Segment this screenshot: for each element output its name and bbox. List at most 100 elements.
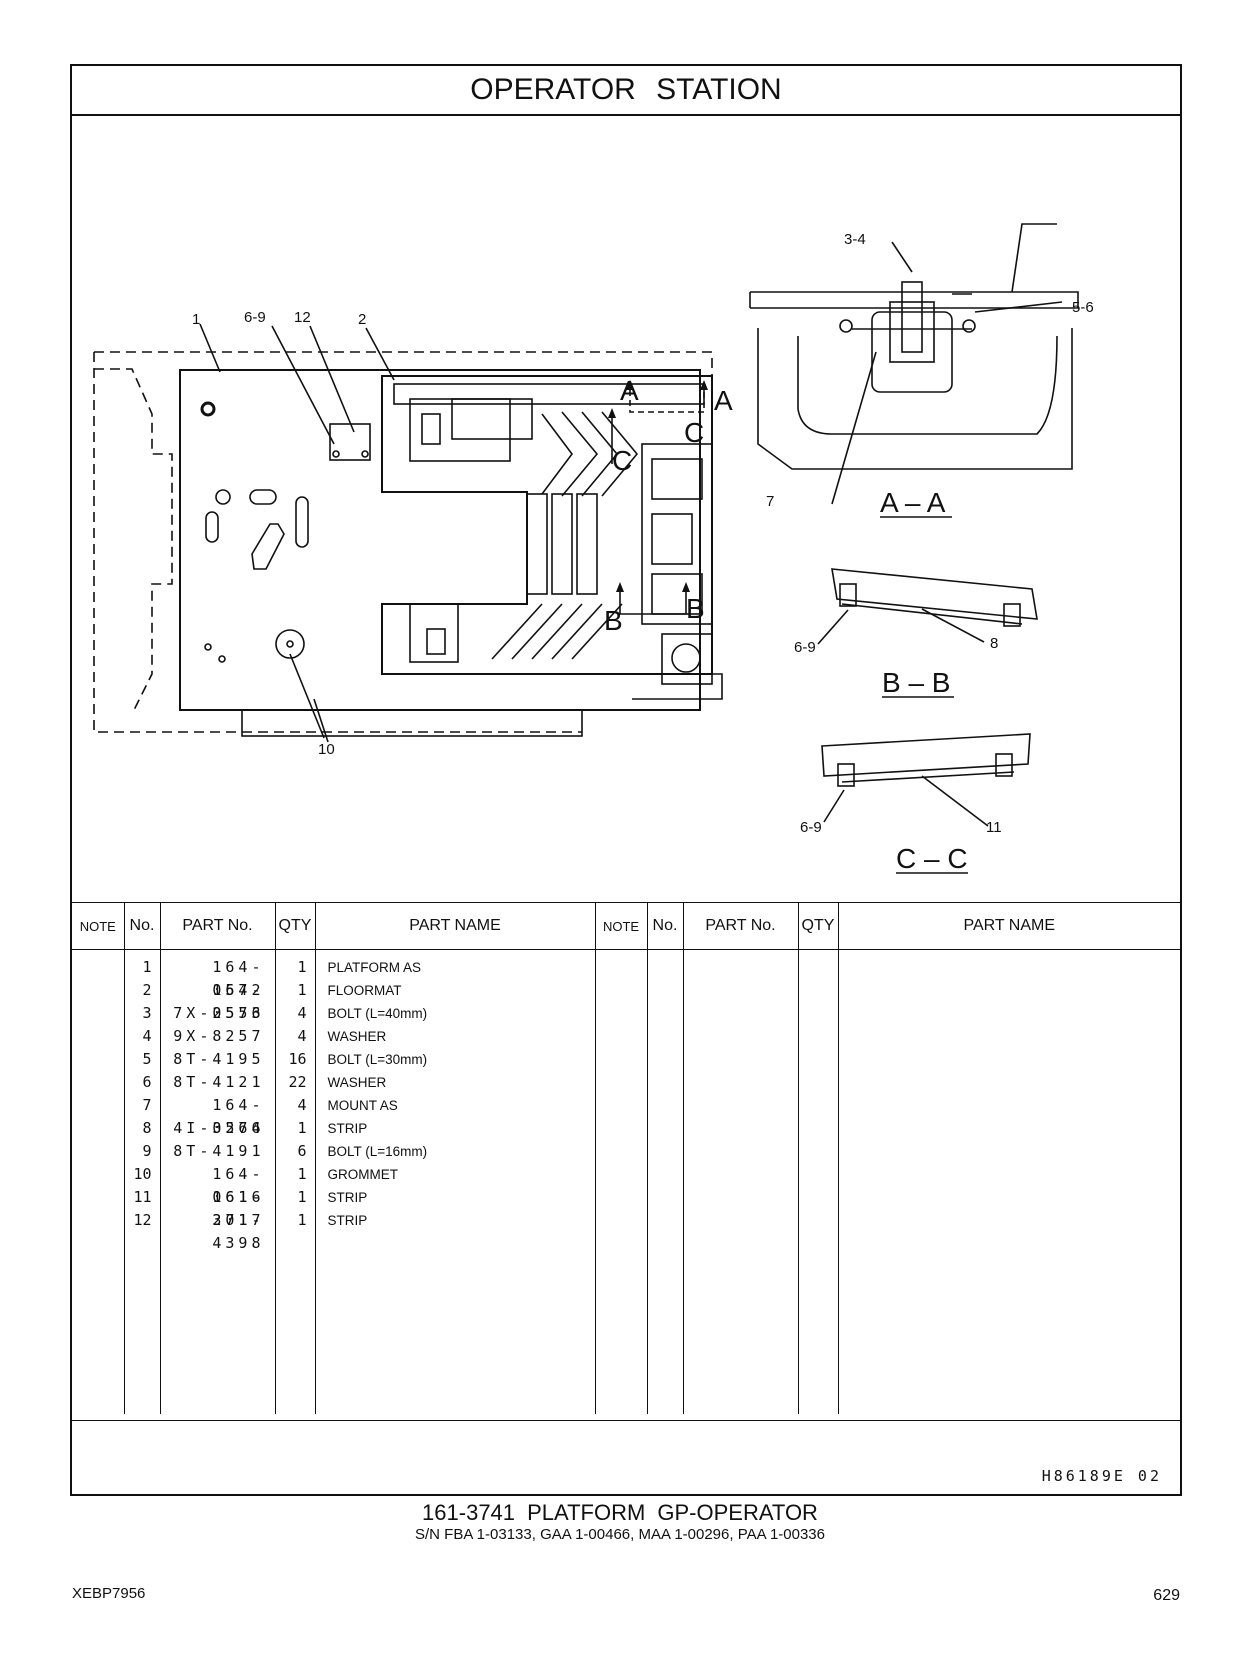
row-2-part-no: 164-0576 xyxy=(212,981,265,1022)
callout-7: 7 xyxy=(766,493,774,510)
row-7-part-no: 164-0574 xyxy=(212,1096,265,1137)
section-mark-b-right: B xyxy=(686,593,705,624)
callout-3-4: 3-4 xyxy=(844,231,866,248)
row-12-no: 12 xyxy=(133,1211,152,1229)
row-11-name: STRIP xyxy=(327,1190,368,1205)
row-8-qty: 1 xyxy=(297,1119,307,1137)
page-number: 629 xyxy=(1153,1587,1180,1604)
row-5-name: BOLT (L=30mm) xyxy=(327,1052,428,1067)
row-2-no: 2 xyxy=(142,981,152,999)
row-5-no: 5 xyxy=(142,1050,152,1068)
header-qty: QTY xyxy=(275,902,316,950)
row-9-name: BOLT (L=16mm) xyxy=(327,1144,428,1159)
group-title: 161-3741 PLATFORM GP-OPERATOR xyxy=(422,1500,818,1525)
row-11-qty: 1 xyxy=(297,1188,307,1206)
row-9-part-no: 8T-4191 xyxy=(173,1142,265,1160)
header-part-no-2: PART No. xyxy=(683,902,799,950)
row-4-part-no: 9X-8257 xyxy=(173,1027,265,1045)
row-6-no: 6 xyxy=(142,1073,152,1091)
callout-8: 8 xyxy=(990,635,998,652)
row-1-part-no: 164-0572 xyxy=(212,958,265,999)
page-title: OPERATOR STATION xyxy=(72,66,1180,116)
row-3-no: 3 xyxy=(142,1004,152,1022)
drawing-code-box: H86189E 02 xyxy=(72,1420,1180,1497)
section-mark-b-left: B xyxy=(604,605,623,636)
row-1-name: PLATFORM AS xyxy=(327,960,422,975)
header-part-name-2: PART NAME xyxy=(838,902,1180,950)
section-title-b-b: B – B xyxy=(882,667,950,698)
row-3-qty: 4 xyxy=(297,1004,307,1022)
header-no: No. xyxy=(124,902,161,950)
callout-6-9-main: 6-9 xyxy=(244,309,266,326)
header-qty-2: QTY xyxy=(798,902,839,950)
callout-1: 1 xyxy=(192,311,200,328)
parts-table-header: NOTE No. PART No. QTY PART NAME NOTE No.… xyxy=(72,902,1180,950)
parts-table: NOTE No. PART No. QTY PART NAME NOTE No.… xyxy=(72,902,1180,1414)
callout-5-6: 5-6 xyxy=(1072,299,1094,316)
header-note-2: NOTE xyxy=(595,902,648,950)
part-no-column-2 xyxy=(683,949,799,1414)
header-note: NOTE xyxy=(72,902,125,950)
row-9-qty: 6 xyxy=(297,1142,307,1160)
callout-6-9-bb: 6-9 xyxy=(794,639,816,656)
parts-page-frame: OPERATOR STATION xyxy=(70,64,1182,1496)
row-12-qty: 1 xyxy=(297,1211,307,1229)
row-5-qty: 16 xyxy=(288,1050,307,1068)
note-column-2 xyxy=(595,949,648,1414)
header-part-no: PART No. xyxy=(160,902,276,950)
row-10-name: GROMMET xyxy=(327,1167,399,1182)
section-title-c-c: C – C xyxy=(896,843,968,874)
row-8-name: STRIP xyxy=(327,1121,368,1136)
row-12-part-no: 201-4398 xyxy=(212,1211,265,1252)
callout-12: 12 xyxy=(294,309,311,326)
operator-station-illustration: 1 6-9 12 2 10 3-4 5-6 7 6-9 8 6-9 11 A A… xyxy=(93,223,1094,874)
row-4-name: WASHER xyxy=(327,1029,387,1044)
row-1-no: 1 xyxy=(142,958,152,976)
row-7-no: 7 xyxy=(142,1096,152,1114)
part-name-column-2 xyxy=(838,950,1180,1415)
row-4-qty: 4 xyxy=(297,1027,307,1045)
row-11-part-no: 161-3717 xyxy=(212,1188,265,1229)
document-id: XEBP7956 xyxy=(72,1585,146,1602)
callout-10: 10 xyxy=(318,741,335,758)
no-column-2 xyxy=(647,949,684,1414)
drawing-code: H86189E 02 xyxy=(1041,1467,1162,1485)
row-4-no: 4 xyxy=(142,1027,152,1045)
header-part-name: PART NAME xyxy=(315,902,596,950)
row-9-no: 9 xyxy=(142,1142,152,1160)
qty-column-2 xyxy=(798,949,839,1414)
serial-numbers: S/N FBA 1-03133, GAA 1-00466, MAA 1-0029… xyxy=(415,1526,825,1543)
callout-6-9-cc: 6-9 xyxy=(800,819,822,836)
section-mark-a-left: A xyxy=(620,375,639,406)
row-2-name: FLOORMAT xyxy=(327,983,402,998)
row-12-name: STRIP xyxy=(327,1213,368,1228)
row-8-part-no: 4I-3266 xyxy=(173,1119,265,1137)
row-1-qty: 1 xyxy=(297,958,307,976)
note-column xyxy=(72,949,125,1414)
callout-2: 2 xyxy=(358,311,366,328)
section-mark-c-left: C xyxy=(612,445,632,476)
row-10-no: 10 xyxy=(133,1165,152,1183)
row-10-part-no: 164-0616 xyxy=(212,1165,265,1206)
section-mark-c-right: C xyxy=(684,417,704,448)
row-2-qty: 1 xyxy=(297,981,307,999)
row-8-no: 8 xyxy=(142,1119,152,1137)
row-11-no: 11 xyxy=(133,1188,152,1206)
row-5-part-no: 8T-4195 xyxy=(173,1050,265,1068)
row-10-qty: 1 xyxy=(297,1165,307,1183)
section-title-a-a: A – A xyxy=(880,487,946,518)
row-7-name: MOUNT AS xyxy=(327,1098,398,1113)
header-no-2: No. xyxy=(647,902,684,950)
row-6-qty: 22 xyxy=(288,1073,307,1091)
section-mark-a-right: A xyxy=(714,385,733,416)
row-3-part-no: 7X-2553 xyxy=(173,1004,265,1022)
row-7-qty: 4 xyxy=(297,1096,307,1114)
row-6-name: WASHER xyxy=(327,1075,387,1090)
row-6-part-no: 8T-4121 xyxy=(173,1073,265,1091)
exploded-view-drawing: 1 6-9 12 2 10 3-4 5-6 7 6-9 8 6-9 11 A A… xyxy=(72,114,1180,904)
